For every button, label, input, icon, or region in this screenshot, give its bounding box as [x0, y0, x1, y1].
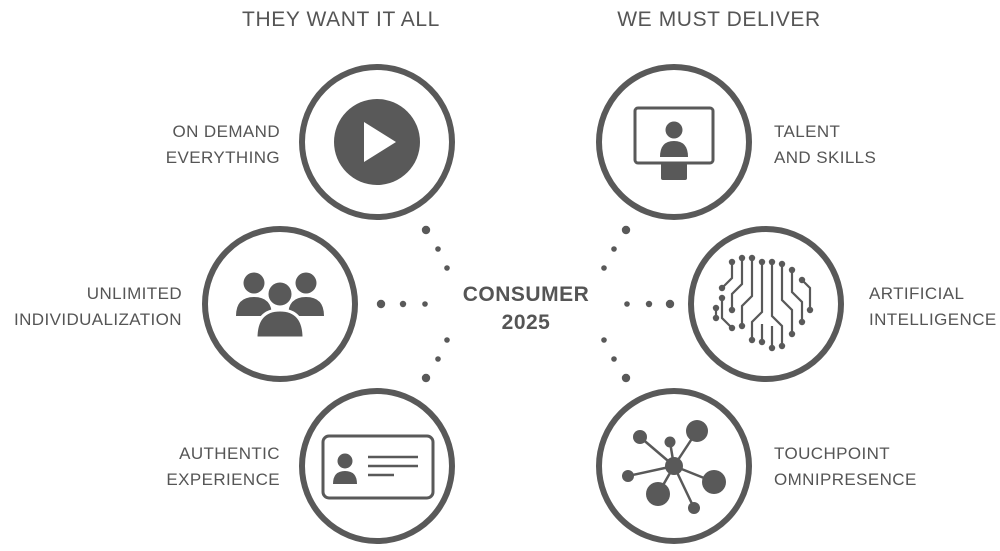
person-at-screen-icon [633, 106, 715, 180]
connector-dot [645, 300, 653, 308]
connector-dot [601, 265, 607, 271]
node-ai [688, 226, 844, 382]
connector-dot [621, 225, 631, 235]
connector-dot [422, 301, 428, 307]
label-touchpoint-line1: TOUCHPOINT [774, 444, 890, 463]
label-ai-line2: INTELLIGENCE [869, 310, 997, 329]
connector-dot [435, 356, 441, 362]
label-on-demand-line2: EVERYTHING [166, 148, 280, 167]
node-on-demand [299, 64, 455, 220]
connector-dot [421, 373, 431, 383]
label-ai-line1: ARTIFICIAL [869, 284, 964, 303]
group-of-people-icon [236, 272, 324, 340]
node-authentic [299, 388, 455, 544]
label-individualization-line2: INDIVIDUALIZATION [14, 310, 182, 329]
label-on-demand-line1: ON DEMAND [173, 122, 281, 141]
circuit-node-dots [712, 254, 814, 352]
connector-dot [435, 246, 441, 252]
id-card-icon [321, 434, 435, 500]
connector-dot [621, 373, 631, 383]
node-individualization [202, 226, 358, 382]
label-talent-line2: AND SKILLS [774, 148, 876, 167]
network-nodes-icon [622, 420, 726, 514]
connector-dot [376, 299, 386, 309]
connector-dot [624, 301, 630, 307]
node-ring [688, 226, 844, 382]
connector-dot [444, 265, 450, 271]
center-label-line2: 2025 [502, 311, 551, 334]
connector-dot [601, 337, 607, 343]
label-touchpoint-line2: OMNIPRESENCE [774, 470, 917, 489]
label-authentic-line2: EXPERIENCE [166, 470, 280, 489]
label-talent-line1: TALENT [774, 122, 840, 141]
label-individualization-line1: UNLIMITED [87, 284, 182, 303]
center-label: CONSUMER 2025 [463, 283, 590, 334]
left-heading: THEY WANT IT ALL [242, 8, 440, 31]
play-icon [334, 99, 420, 185]
connector-dot [421, 225, 431, 235]
connector-dot [444, 337, 450, 343]
connector-dots [376, 225, 675, 383]
center-label-line1: CONSUMER [463, 283, 590, 306]
node-touchpoint [596, 388, 752, 544]
circuit-brain-icon [714, 258, 812, 348]
connector-dot [665, 299, 675, 309]
node-talent [596, 64, 752, 220]
right-heading: WE MUST DELIVER [617, 8, 820, 31]
connector-dot [399, 300, 407, 308]
connector-dot [611, 246, 617, 252]
connector-dot [611, 356, 617, 362]
label-authentic-line1: AUTHENTIC [179, 444, 280, 463]
